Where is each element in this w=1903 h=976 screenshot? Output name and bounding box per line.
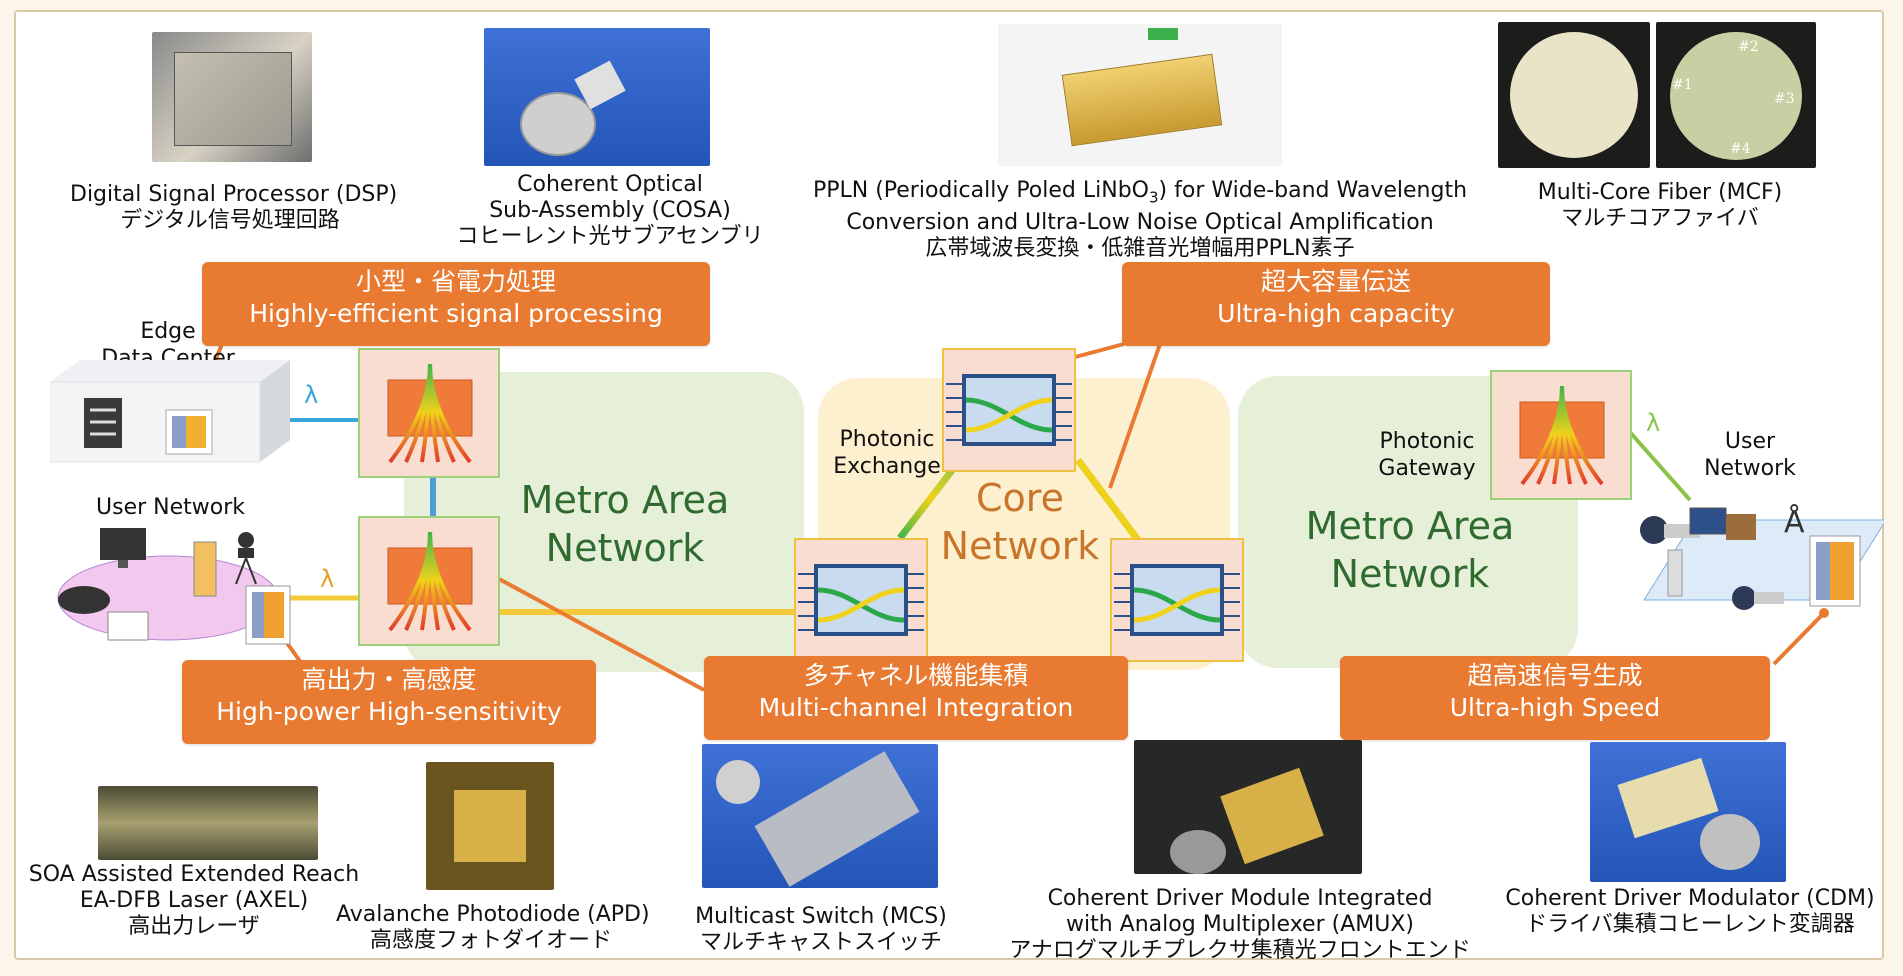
switch-node-exchange [942, 348, 1076, 472]
wss-node-gateway [1490, 370, 1632, 500]
link-core-diag-right [1075, 457, 1141, 543]
lambda-dc: λ [304, 381, 319, 409]
lambda-user-right: λ [1646, 409, 1661, 437]
axel-photo [98, 786, 318, 860]
switch-node-core-left [794, 538, 928, 662]
data-center-icon [50, 360, 290, 463]
mcs-caption: Multicast Switch (MCS)マルチキャストスイッチ [695, 904, 947, 955]
mcf-core-3: #3 [1774, 91, 1795, 107]
user-network-right-icon: Å [1640, 504, 1884, 610]
callout-line-multichannel-a [487, 571, 705, 692]
mcf-core-4: #4 [1730, 141, 1751, 157]
link-user-right [1626, 428, 1692, 502]
user-network-left-label: User Network [96, 495, 245, 520]
apd-caption: Avalanche Photodiode (APD)高感度フォトダイオード [336, 902, 650, 953]
wss-node-metro-top [358, 348, 500, 478]
cosa-photo [484, 28, 710, 166]
ppln-caption: PPLN (Periodically Poled LiNbO3) for Wid… [812, 178, 1468, 262]
link-core-diag-left [897, 457, 963, 541]
cdm-photo [1590, 742, 1786, 882]
mcf-core-2: #2 [1738, 39, 1759, 55]
apd-photo [426, 762, 554, 890]
wss-node-metro-bottom [358, 516, 500, 646]
dsp-photo [152, 32, 312, 162]
callout-line-capacity-b [1108, 343, 1162, 489]
ppln-photo [998, 24, 1282, 166]
dsp-caption: Digital Signal Processor (DSP)デジタル信号処理回路 [70, 182, 398, 233]
cdm-amux-photo [1134, 740, 1362, 874]
svg-text:Å: Å [1784, 504, 1805, 540]
lambda-user-left: λ [320, 565, 335, 593]
mcf-caption: Multi-Core Fiber (MCF)マルチコアファイバ [1537, 180, 1783, 231]
user-network-left-icon [57, 528, 291, 645]
mcf-photo-right [1656, 22, 1816, 168]
mcf-photo-left [1498, 22, 1650, 168]
callout-line-speed [1772, 611, 1826, 666]
mcs-photo [702, 744, 938, 888]
mcf-core-1: #1 [1672, 77, 1693, 93]
cdm-caption: Coherent Driver Modulator (CDM)ドライバ集積コヒー… [1505, 886, 1875, 937]
switch-node-core-right [1110, 538, 1244, 662]
